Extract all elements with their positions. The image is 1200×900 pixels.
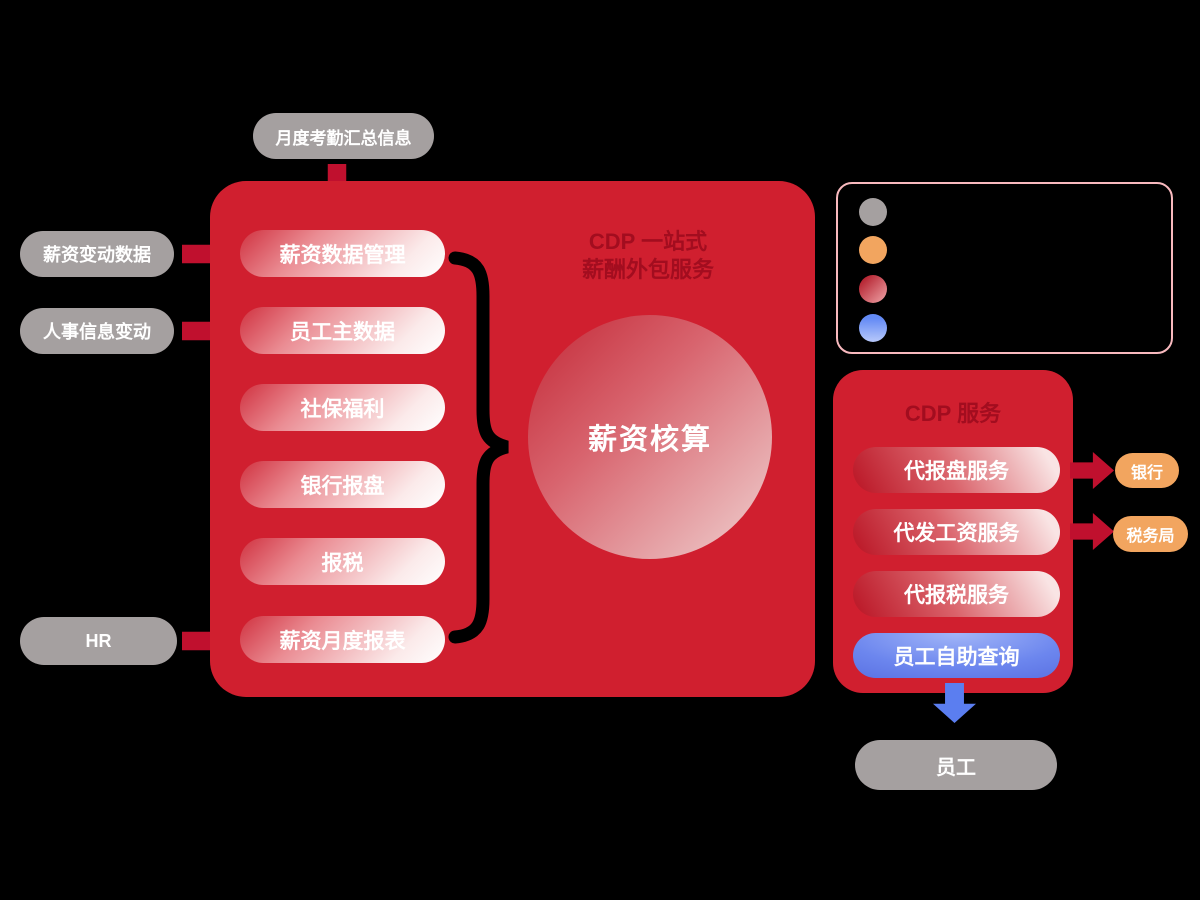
legend-dot-red-icon	[859, 275, 887, 303]
payroll-calculation-circle: 薪资核算	[528, 315, 772, 559]
tax-bureau-pill: 税务局	[1113, 516, 1188, 552]
service-pill-tax-agency: 代报税服务	[853, 571, 1060, 617]
module-pill-bank-reporting: 银行报盘	[240, 461, 445, 508]
tax-bureau-arrow-right-icon	[1070, 513, 1114, 550]
legend-dot-orange-icon	[859, 236, 887, 264]
cdp-services-title: CDP 服务	[904, 401, 1002, 426]
brace-icon	[448, 251, 509, 644]
legend-dot-gray-icon	[859, 198, 887, 226]
bank-pill: 银行	[1115, 453, 1179, 488]
main-box-title: CDP 一站式 薪酬外包服务	[553, 228, 743, 284]
module-pill-tax-filing: 报税	[240, 538, 445, 585]
employee-self-service-pill: 员工自助查询	[853, 633, 1060, 678]
module-pill-social-security-benefits: 社保福利	[240, 384, 445, 431]
hr-pill: HR	[20, 617, 177, 665]
bank-arrow-right-icon	[1070, 452, 1114, 489]
employee-pill: 员工	[855, 740, 1057, 790]
module-pill-salary-data-management: 薪资数据管理	[240, 230, 445, 277]
module-pill-employee-master-data: 员工主数据	[240, 307, 445, 354]
legend-dot-blue-icon	[859, 314, 887, 342]
main-box-title-line1: CDP 一站式	[588, 229, 708, 254]
legend-box	[836, 182, 1173, 354]
module-pill-monthly-payroll-report: 薪资月度报表	[240, 616, 445, 663]
personnel-change-pill: 人事信息变动	[20, 308, 174, 354]
salary-change-pill: 薪资变动数据	[20, 231, 174, 277]
attendance-summary-pill: 月度考勤汇总信息	[253, 113, 434, 159]
main-box-title-line2: 薪酬外包服务	[581, 257, 714, 282]
service-pill-reporting-agency: 代报盘服务	[853, 447, 1060, 493]
service-pill-salary-payment: 代发工资服务	[853, 509, 1060, 555]
